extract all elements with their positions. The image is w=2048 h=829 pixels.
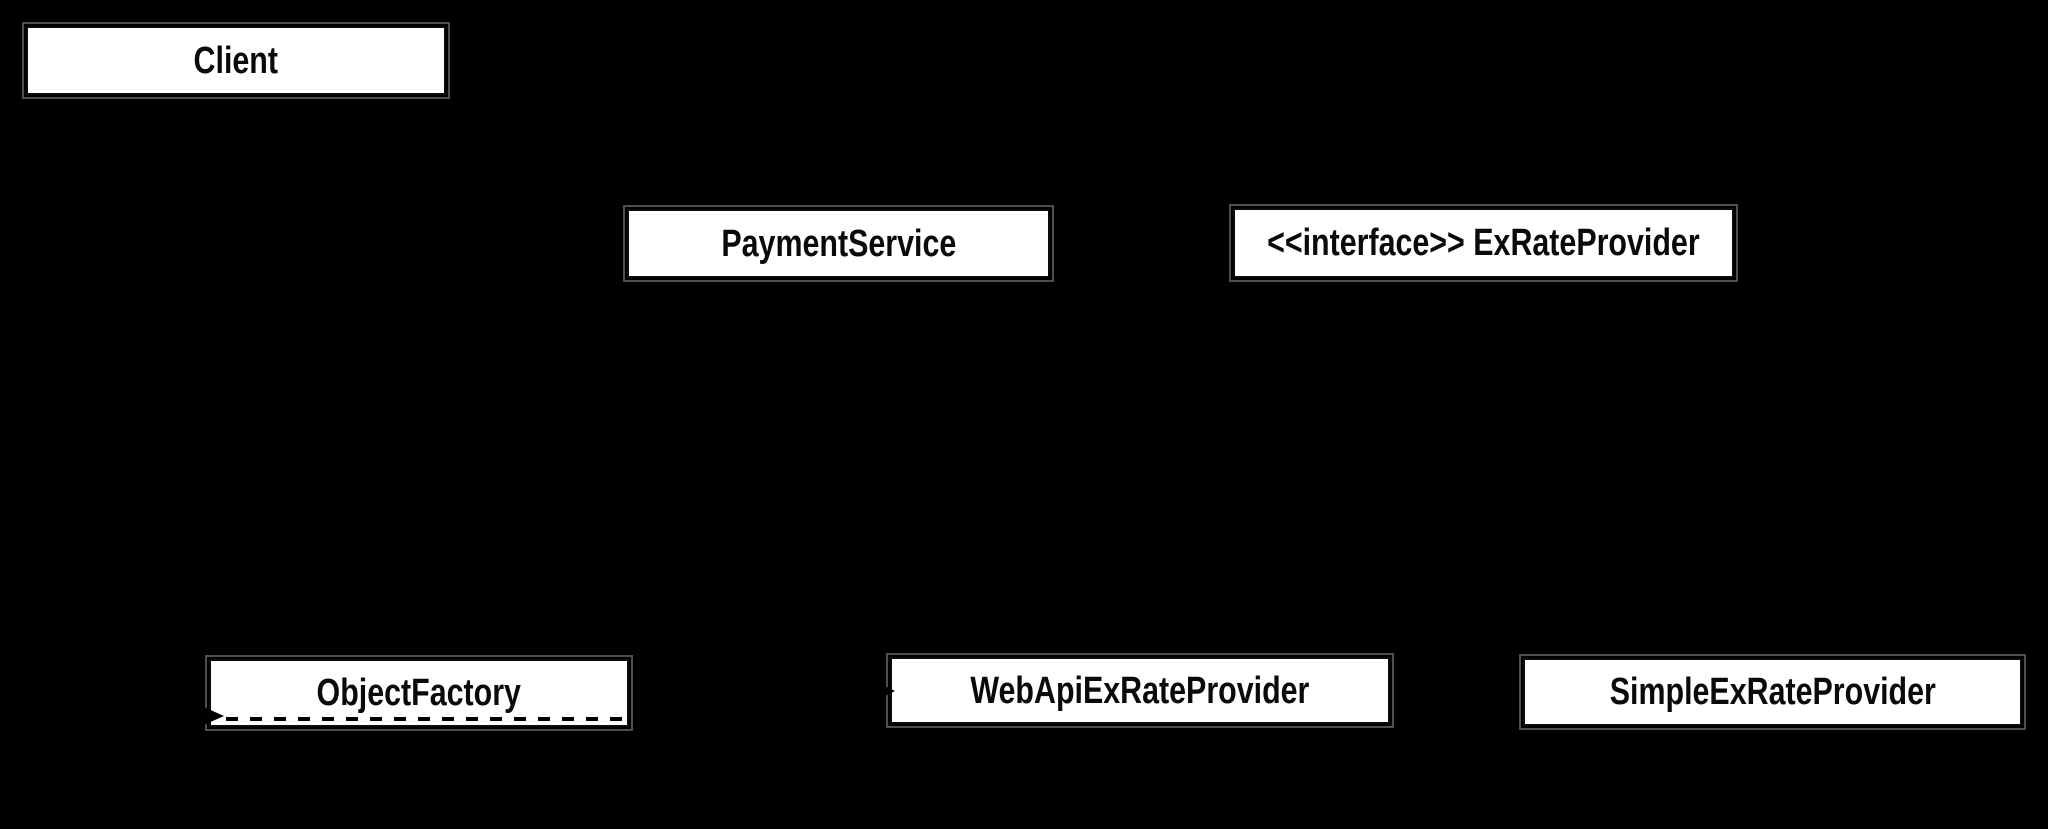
class-box-payment-service: PaymentService: [623, 205, 1054, 282]
arrowhead-icon: [197, 704, 224, 728]
class-box-object-factory-label: ObjectFactory: [316, 672, 522, 714]
class-box-simple-exrate-provider: SimpleExRateProvider: [1519, 654, 2026, 730]
dashed-dependency-line: [226, 717, 625, 721]
class-box-client: Client: [22, 22, 450, 99]
small-arrowhead-icon: [881, 684, 895, 698]
interface-box-exrate-provider-label: <<interface>> ExRateProvider: [1267, 222, 1700, 264]
class-box-client-label: Client: [193, 39, 279, 82]
class-box-object-factory: ObjectFactory: [205, 655, 633, 731]
class-box-webapi-exrate-provider-label: WebApiExRateProvider: [970, 669, 1310, 712]
class-box-payment-service-label: PaymentService: [721, 222, 956, 265]
interface-box-exrate-provider: <<interface>> ExRateProvider: [1229, 204, 1738, 282]
class-box-webapi-exrate-provider: WebApiExRateProvider: [886, 653, 1394, 728]
class-box-simple-exrate-provider-label: SimpleExRateProvider: [1609, 671, 1936, 713]
